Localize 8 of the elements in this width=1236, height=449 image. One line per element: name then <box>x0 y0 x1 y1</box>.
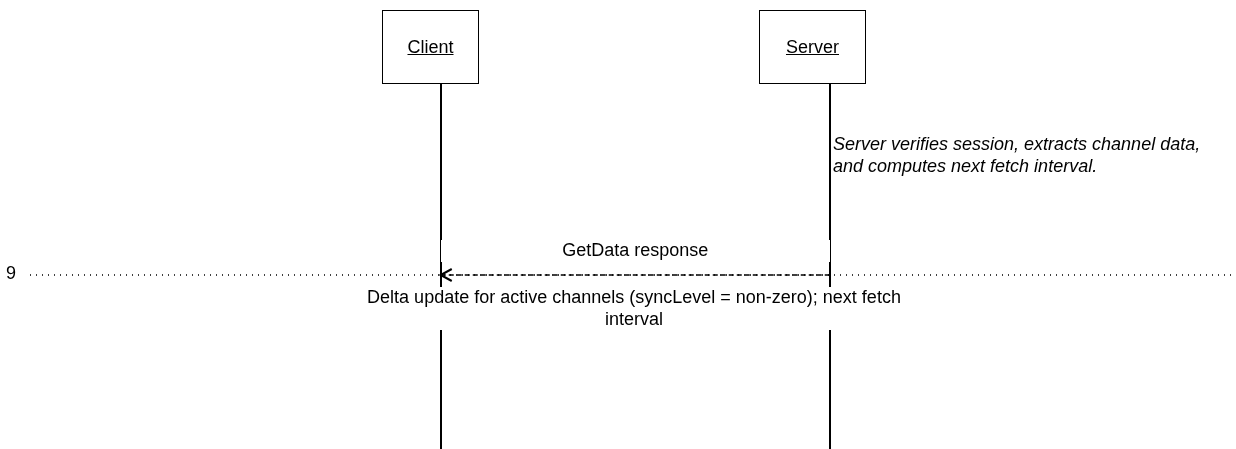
lifeline <box>440 84 442 449</box>
participant-name: Server <box>786 36 839 58</box>
participant-box <box>759 10 866 84</box>
message-arrow <box>439 268 831 282</box>
participant-name: Client <box>407 36 454 58</box>
message-label: GetData response <box>440 240 830 262</box>
lifeline <box>829 84 831 449</box>
participant-box <box>382 10 479 84</box>
